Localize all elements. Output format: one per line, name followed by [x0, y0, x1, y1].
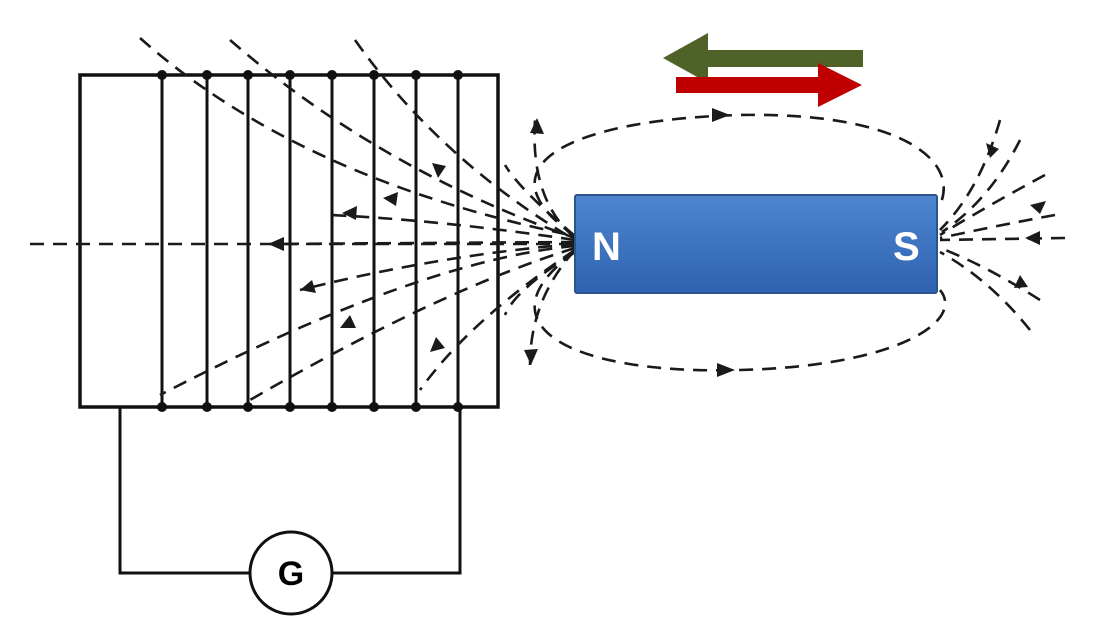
field-arrowhead	[342, 206, 357, 220]
field-line	[269, 240, 576, 246]
field-line	[941, 139, 1022, 234]
bar-magnet: N S	[574, 194, 938, 294]
circuit-wire	[332, 407, 462, 575]
field-arrowheads	[268, 108, 1046, 377]
field-arrowhead	[1025, 231, 1040, 245]
move-right-arrow	[676, 63, 862, 107]
coil	[78, 70, 500, 412]
field-line	[503, 164, 576, 237]
field-line	[299, 242, 576, 292]
field-arrowhead	[717, 363, 735, 377]
field-line	[939, 250, 1032, 331]
field-arrowhead	[712, 108, 730, 122]
galvanometer	[248, 530, 334, 616]
field-arrowhead	[340, 315, 356, 328]
south-pole-label: S	[893, 225, 920, 269]
field-line	[939, 119, 1002, 231]
galvanometer-circuit: G	[118, 407, 462, 616]
field-arrowhead	[430, 337, 445, 352]
field-arrowhead	[986, 143, 999, 158]
galvanometer-label: G	[278, 555, 304, 593]
north-pole-label: N	[592, 225, 621, 269]
field-line	[139, 37, 576, 238]
field-line	[249, 246, 576, 402]
field-arrowhead	[530, 118, 544, 134]
field-arrowhead	[432, 163, 446, 178]
magnet-body	[574, 194, 938, 294]
field-line	[939, 213, 1056, 240]
field-arrowhead	[300, 280, 316, 293]
field-arrowhead	[1014, 275, 1028, 288]
move-left-arrow	[663, 33, 863, 83]
field-line	[229, 39, 576, 240]
field-line	[939, 246, 1041, 302]
field-arrowhead	[268, 237, 284, 251]
field-arrowhead	[524, 349, 538, 365]
field-line	[159, 244, 576, 397]
motion-arrows	[663, 33, 863, 107]
field-arrowhead	[383, 192, 398, 206]
field-arrowhead	[1030, 201, 1046, 214]
field-line	[329, 213, 576, 242]
circuit-wire	[118, 407, 250, 575]
field-line	[939, 236, 1066, 242]
field-line	[353, 39, 576, 242]
field-line	[503, 250, 576, 316]
